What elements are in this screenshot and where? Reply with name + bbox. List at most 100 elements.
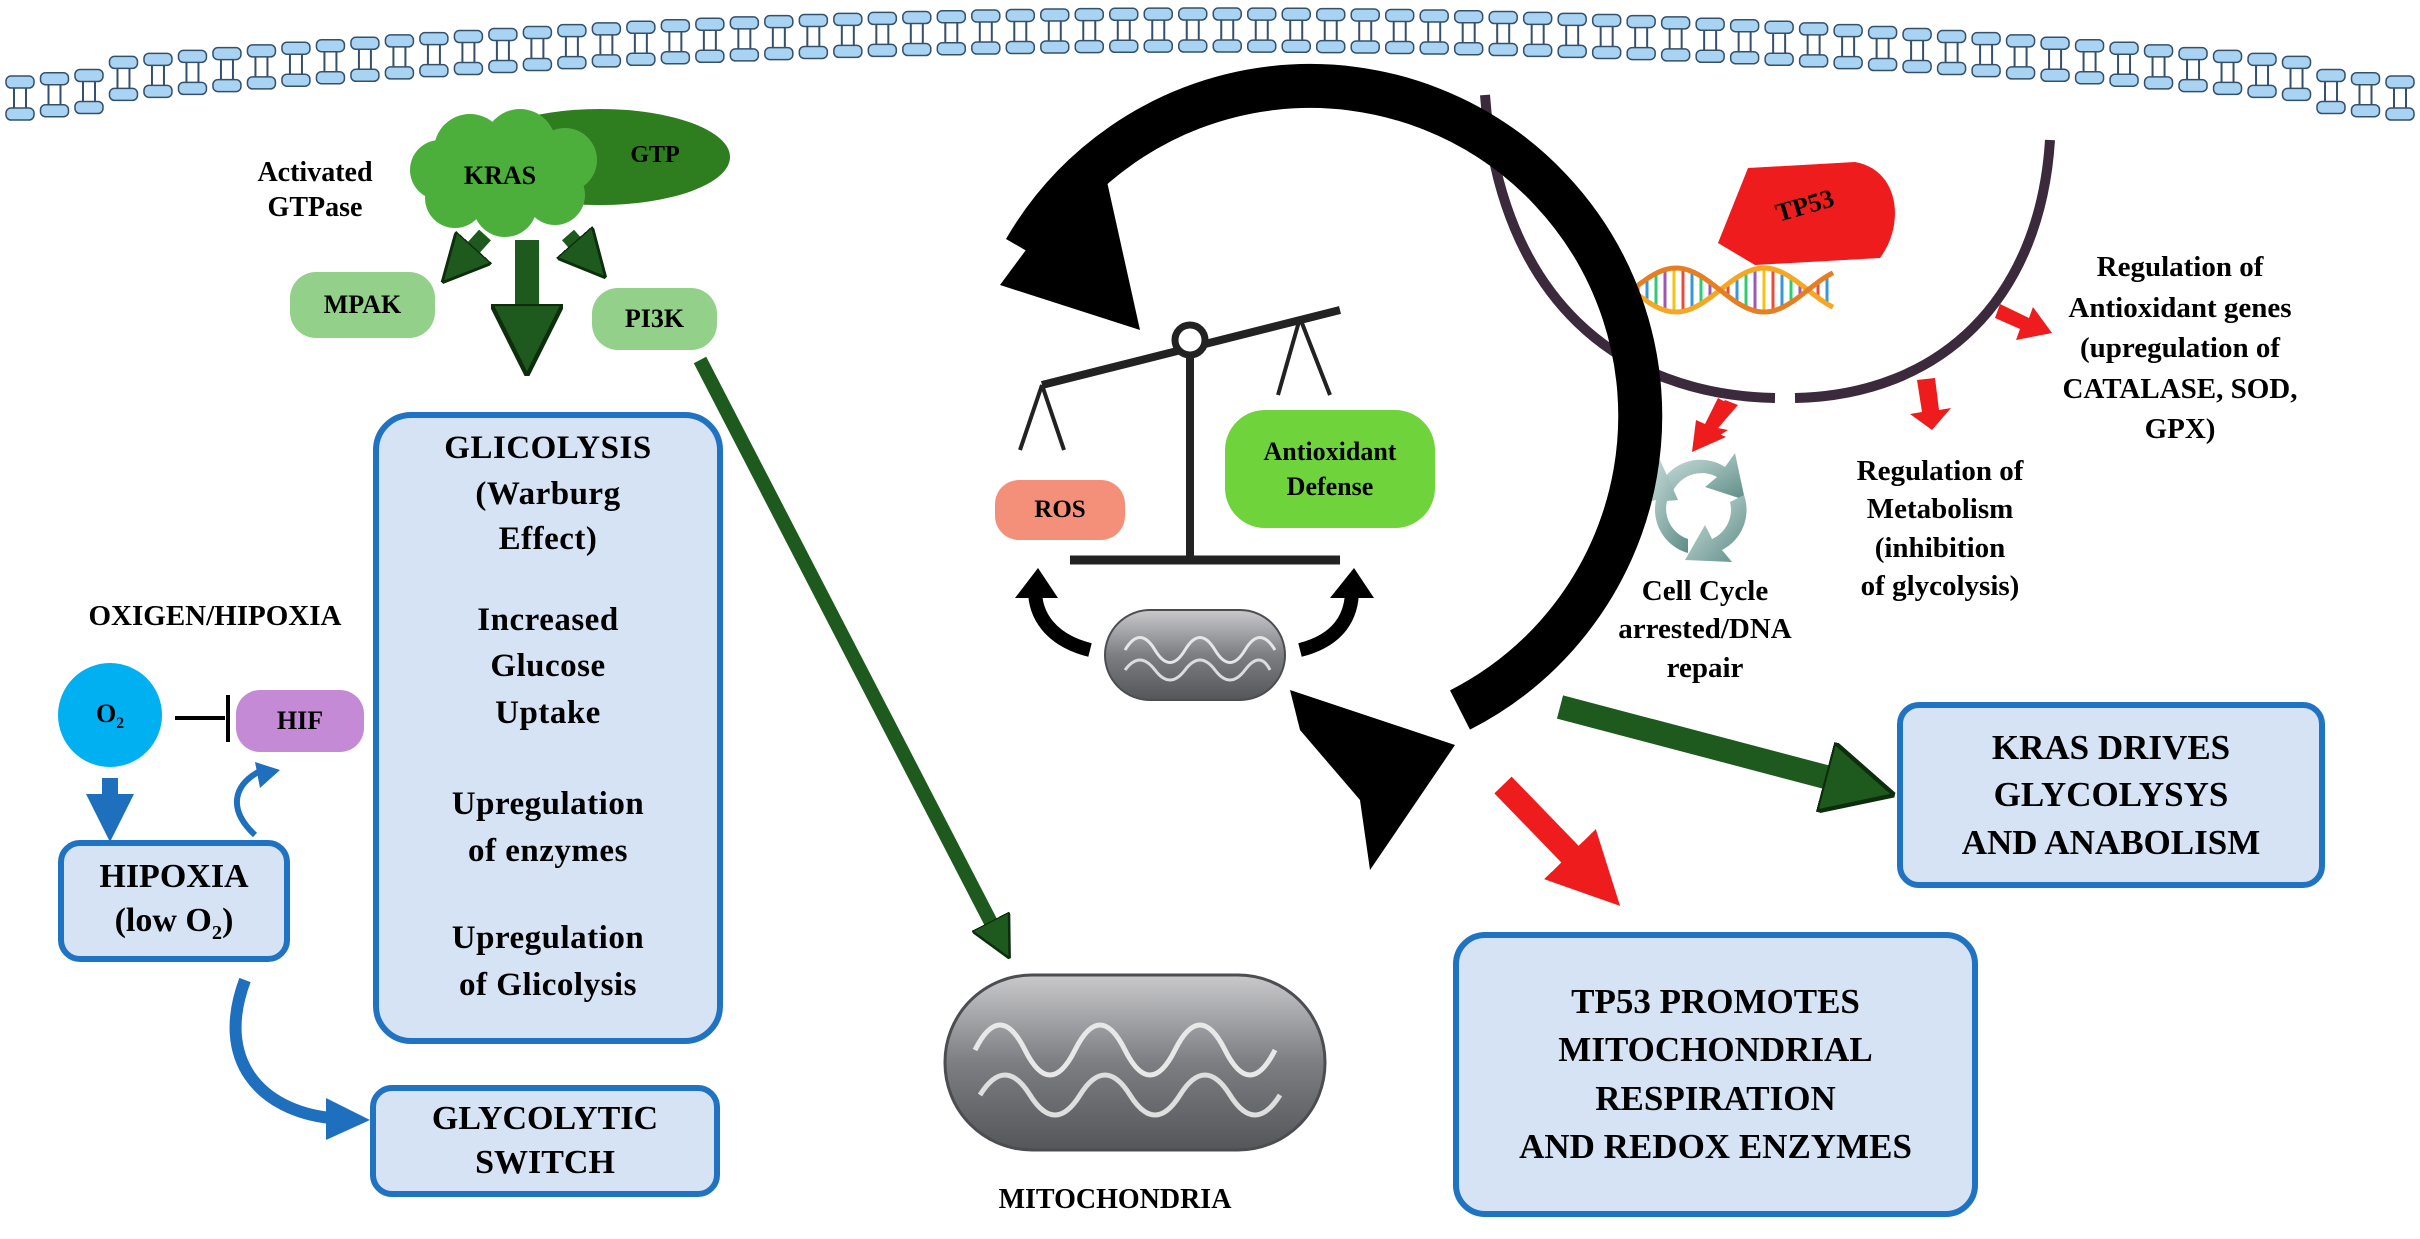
membrane-unit [522,25,553,72]
membrane-unit [143,52,173,99]
hif-pill: HIF [236,690,364,752]
membrane-unit [74,68,104,115]
arrow-hipoxia-to-switch-head [326,1098,370,1140]
membrane-unit [2350,71,2381,118]
membrane-unit [1695,17,1725,64]
membrane-unit [1143,7,1174,53]
membrane-unit [5,75,35,121]
tp53-protein-icon [1718,162,1895,265]
membrane-unit [626,20,656,67]
membrane-unit [833,12,863,59]
glycolytic-switch-box: GLYCOLYTIC SWITCH [370,1085,720,1197]
membrane-unit [1246,7,1277,53]
membrane-unit [1591,13,1622,60]
curved-arrow-left-head [1015,568,1058,598]
red-arrow-icon [1692,304,2052,452]
activated-gtpase-label: Activated GTPase [257,157,373,223]
dna-strand [1630,265,1835,315]
glycolysis-step-enzymes: Upregulation of enzymes [451,786,645,870]
membrane-unit [867,11,898,58]
o2-label: O2 [95,699,125,733]
membrane-unit [2005,34,2036,80]
kras-label: KRAS [463,161,537,190]
membrane-unit [2247,52,2277,99]
oxigen-hipoxia-header: OXIGEN/HIPOXIA [88,600,342,632]
membrane-unit [1315,7,1346,54]
membrane-unit [350,36,380,83]
membrane-unit [660,18,691,65]
membrane-unit [1453,9,1484,56]
membrane-unit [2143,44,2174,90]
membrane-unit [1867,25,1898,72]
membrane-unit [39,71,70,118]
arrow-kras-to-mpak [458,229,485,265]
membrane-unit [798,13,829,60]
ros-pill: ROS [995,480,1125,540]
nucleus-arc [1480,94,1776,403]
membrane-unit [2040,36,2070,83]
membrane-unit [902,10,932,57]
regulation-metabolism-label: Regulation of Metabolism (inhibition of … [1856,455,2024,602]
glycolysis-step-glycolysis: Upregulation of Glicolysis [451,919,645,1003]
membrane-unit [2074,38,2105,85]
curved-arrow-right-head [1330,568,1374,598]
membrane-unit [1971,31,2001,78]
membrane-unit [1488,10,1518,57]
membrane-unit [2385,75,2415,121]
membrane-unit [384,34,415,80]
membrane-unit [1040,8,1070,54]
membrane-unit [1660,16,1691,62]
glycolysis-title: GLICOLYSIS (Warburg Effect) [444,430,652,558]
dna-strand [1630,265,1835,315]
membrane-unit [557,23,587,70]
membrane-unit [1902,27,1932,74]
membrane-unit [1936,29,1967,76]
arrow-hif-curve [234,767,264,838]
membrane-unit [1522,11,1553,58]
membrane-unit [246,44,277,90]
small-mitochondria-icon [1104,609,1286,701]
balance-scale-icon [1018,306,1341,565]
membrane-unit [1109,7,1139,54]
antioxidant-defense-pill: Antioxidant Defense [1225,410,1435,528]
cell-cycle-icon [1643,453,1747,562]
cell-membrane [5,7,2415,121]
nucleus-arc [1794,139,2055,403]
membrane-unit [1074,7,1105,54]
regulation-antioxidant-genes-label: Regulation of Antioxidant genes (upregul… [2062,251,2298,446]
membrane-unit [1005,8,1036,55]
arrow-pi3k-to-mitochondria [693,356,1000,940]
membrane-unit [2281,55,2312,102]
membrane-unit [212,46,242,93]
tp53-promotes-box: TP53 PROMOTES MITOCHONDRIAL RESPIRATION … [1453,932,1978,1217]
membrane-unit [419,31,449,78]
membrane-unit [729,16,760,62]
membrane-unit [281,41,311,87]
membrane-unit [2178,46,2208,93]
cycle-arrow-top [1006,63,1663,730]
membrane-unit [488,27,518,74]
membrane-unit [1384,8,1415,55]
cycle-arrowhead-top [1000,150,1140,330]
o2-circle-icon [58,663,162,767]
membrane-unit [1281,7,1311,54]
arrow-hipoxia-to-switch [229,977,331,1124]
membrane-unit [1798,22,1829,68]
membrane-unit [1626,14,1656,61]
membrane-unit [1178,7,1208,53]
membrane-unit [1212,7,1242,53]
large-mitochondria-icon [943,973,1327,1152]
membrane-unit [2109,41,2139,87]
hipoxia-box: HIPOXIA (low O2) [58,840,290,962]
membrane-unit [1350,8,1380,54]
curved-arrow-left [1028,589,1092,657]
membrane-unit [177,49,208,96]
membrane-unit [315,38,346,85]
membrane-unit [1833,23,1863,70]
membrane-unit [453,29,484,76]
membrane-unit [2316,68,2346,115]
cycle-arrowhead-bottom [1290,690,1455,870]
mitochondria-label: MITOCHONDRIA [998,1184,1232,1215]
curved-arrow-right [1298,589,1359,657]
glycolysis-box: GLICOLYSIS (Warburg Effect) Increased Gl… [373,412,723,1044]
